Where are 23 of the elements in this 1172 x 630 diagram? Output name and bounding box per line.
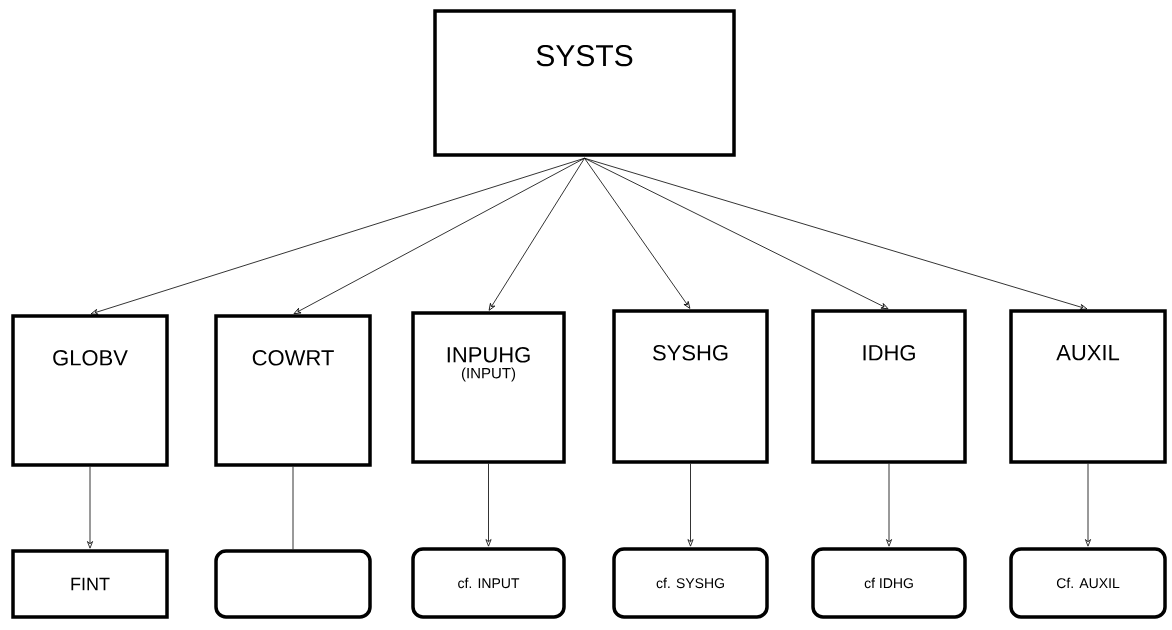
arrow — [584, 157, 691, 309]
arrow — [488, 157, 585, 311]
module-box: AUXIL — [1009, 309, 1167, 464]
module-box: SYSHG — [612, 309, 769, 464]
arrow — [584, 157, 1088, 310]
arrow — [1085, 463, 1091, 547]
arrow — [485, 463, 492, 547]
arrow — [87, 466, 93, 549]
reference-box: cf. INPUT — [411, 547, 566, 619]
arrow — [293, 157, 585, 315]
arrow — [687, 463, 694, 547]
arrow — [886, 463, 892, 547]
module-box: GLOBV — [11, 314, 169, 467]
module-box: INPUHG (INPUT) — [411, 311, 566, 464]
module-box: SYSTS — [433, 9, 736, 157]
module-box: IDHG — [811, 309, 967, 464]
reference-box: Cf. AUXIL — [1009, 547, 1167, 619]
module-box: COWRT — [214, 314, 372, 467]
reference-box: FINT — [11, 549, 169, 619]
reference-box: cf. SYSHG — [612, 547, 769, 619]
arrow — [90, 157, 585, 315]
empty-box — [214, 549, 372, 619]
reference-box: cf IDHG — [811, 547, 967, 619]
